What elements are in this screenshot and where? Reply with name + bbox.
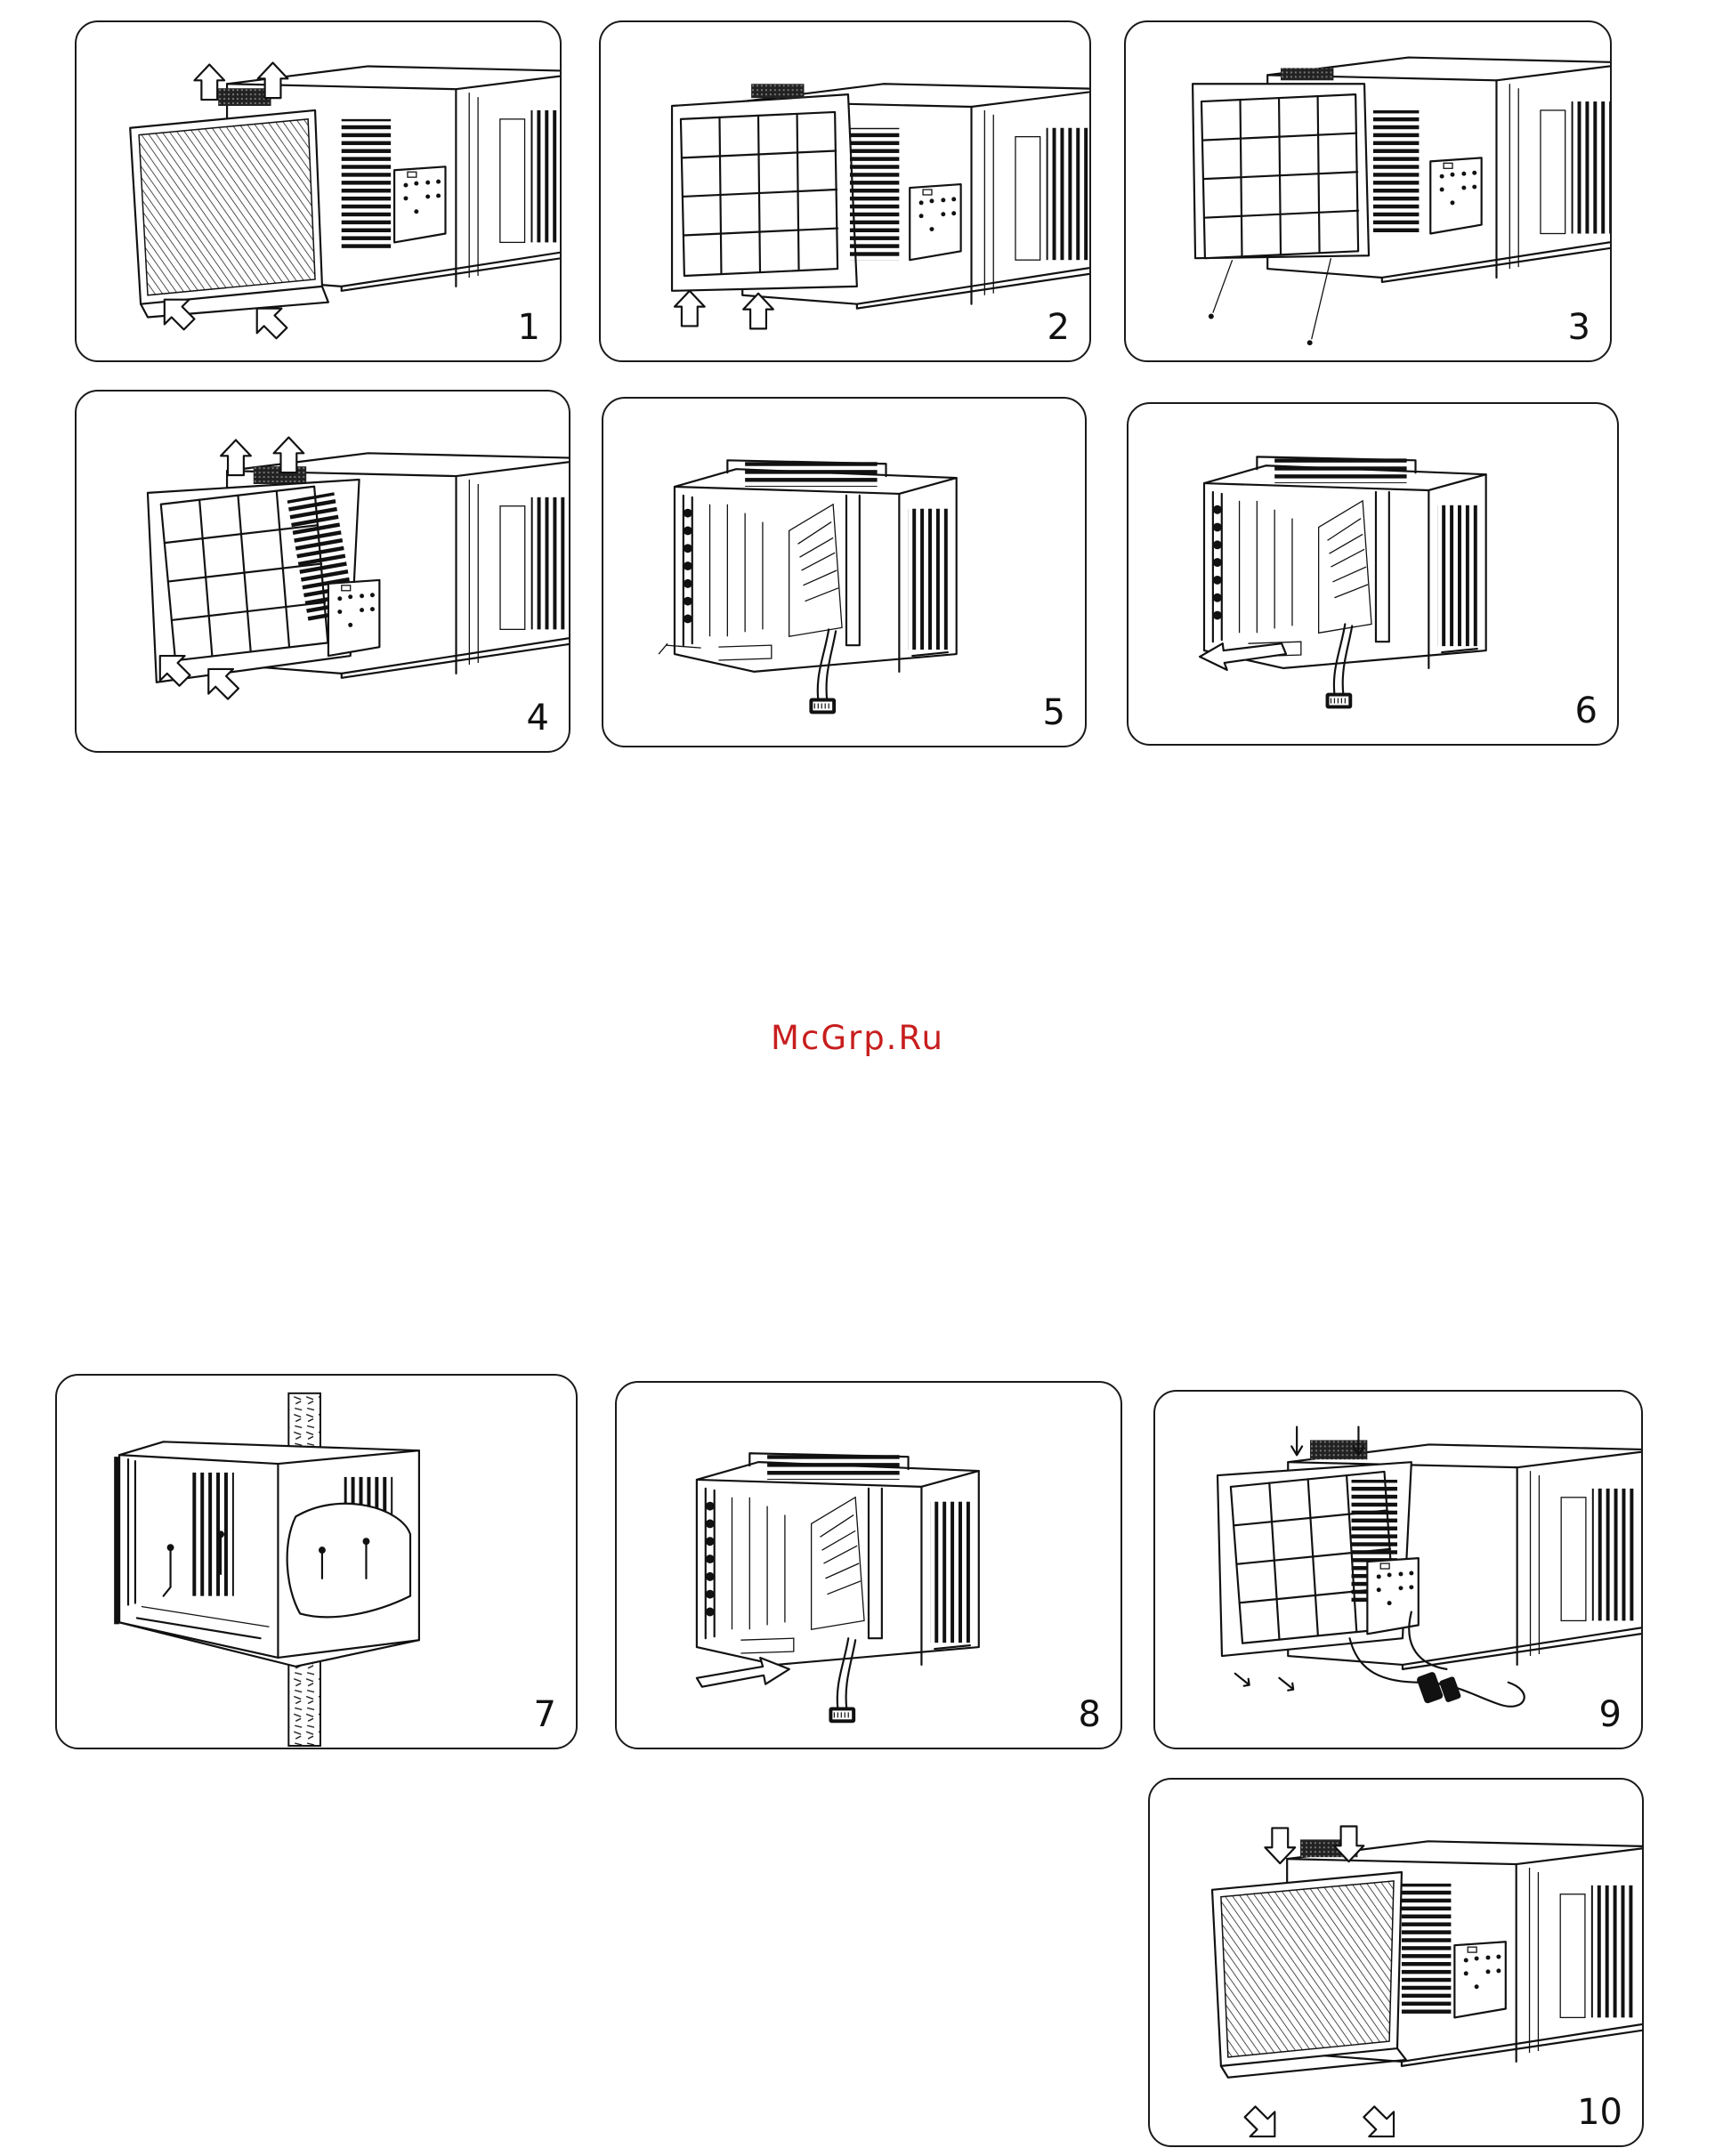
cabinet-wall-mount-illustration [57, 1376, 576, 1748]
step-number: 5 [1043, 692, 1065, 733]
step-panel-7: 7 [55, 1374, 578, 1749]
front-panel-removal-illustration [77, 22, 560, 360]
step-panel-3: 3 [1124, 20, 1612, 362]
step-number: 8 [1079, 1694, 1101, 1735]
watermark: McGrp.Ru [0, 1019, 1715, 1057]
front-frame-removal-illustration [77, 392, 569, 751]
chassis-slide-out-illustration [1129, 404, 1617, 744]
step-number: 10 [1577, 2092, 1622, 2133]
step-panel-10: 10 [1148, 1778, 1644, 2147]
step-number: 4 [527, 698, 549, 739]
step-number: 9 [1599, 1694, 1622, 1735]
push-arrow-icon [1245, 2106, 1394, 2136]
screw-removal-illustration [1126, 22, 1610, 360]
push-arrow-icon [165, 300, 287, 339]
push-arrow-icon [1235, 1674, 1293, 1691]
step-number: 6 [1575, 690, 1598, 731]
step-panel-4: 4 [75, 390, 570, 753]
cable-disconnect-illustration [603, 399, 1085, 746]
step-number: 1 [518, 307, 540, 348]
step-panel-1: 1 [75, 20, 562, 362]
step-panel-8: 8 [615, 1381, 1122, 1749]
filter-removal-illustration [601, 22, 1089, 360]
chassis-slide-in-illustration [617, 1383, 1120, 1748]
up-arrow-icon [675, 291, 773, 329]
front-panel-reinstall-illustration [1150, 1780, 1642, 2145]
step-number: 3 [1568, 307, 1590, 348]
front-frame-reinstall-illustration [1155, 1392, 1641, 1748]
step-panel-2: 2 [599, 20, 1091, 362]
step-panel-6: 6 [1127, 402, 1619, 746]
step-panel-5: 5 [602, 397, 1087, 747]
step-number: 7 [534, 1694, 556, 1735]
step-panel-9: 9 [1153, 1390, 1643, 1749]
step-number: 2 [1048, 307, 1070, 348]
